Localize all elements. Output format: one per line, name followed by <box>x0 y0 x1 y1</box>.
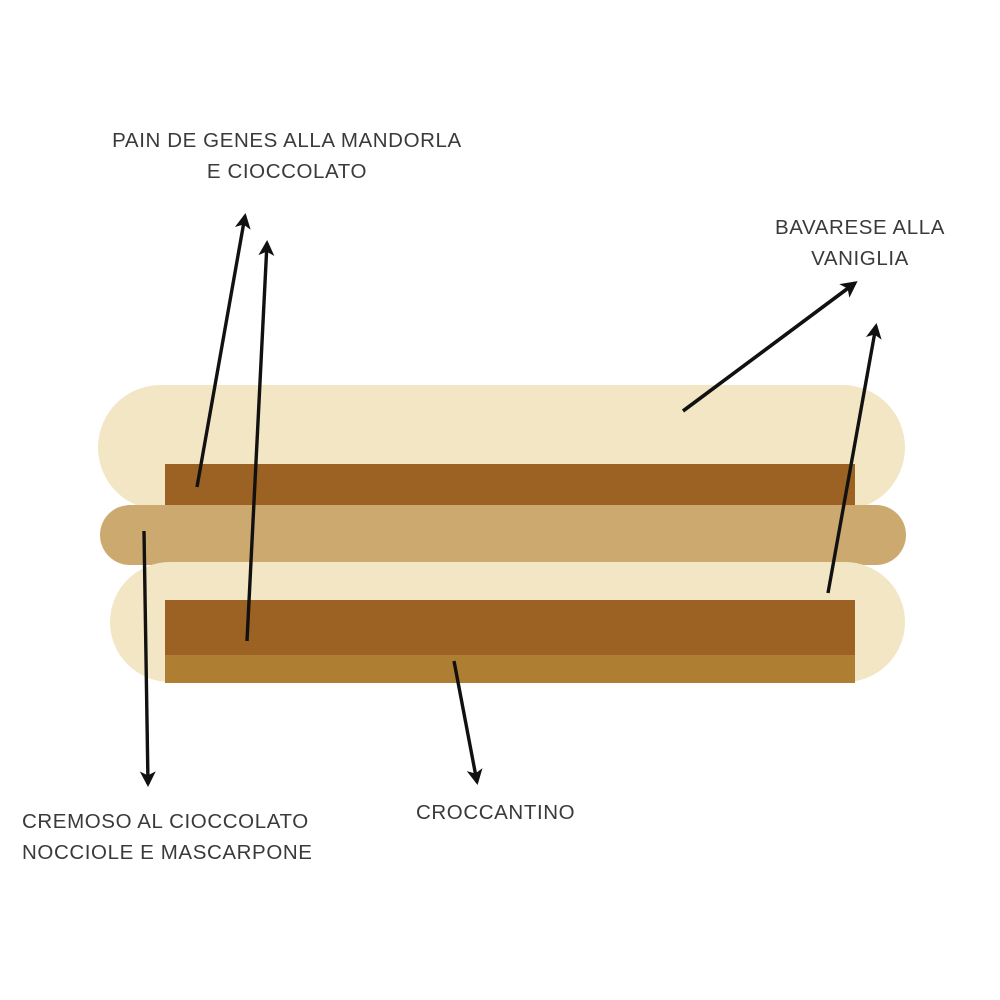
label-croccantino: CROCCANTINO <box>416 801 576 824</box>
cake-layer-pain-de-genes-bottom-bar <box>165 600 855 655</box>
cake-layer-pain-de-genes-top-bar <box>165 464 855 509</box>
label-pain-de-genes: PAIN DE GENES ALLA MANDORLA E CIOCCOLATO <box>112 129 462 183</box>
label-bavarese: BAVARESE ALLA VANIGLIA <box>775 216 945 270</box>
cake-layer-cremoso-ellipse <box>100 505 906 565</box>
label-cremoso: CREMOSO AL CIOCCOLATO NOCCIOLE E MASCARP… <box>22 810 313 864</box>
cake-layer-croccantino-bar <box>165 655 855 683</box>
